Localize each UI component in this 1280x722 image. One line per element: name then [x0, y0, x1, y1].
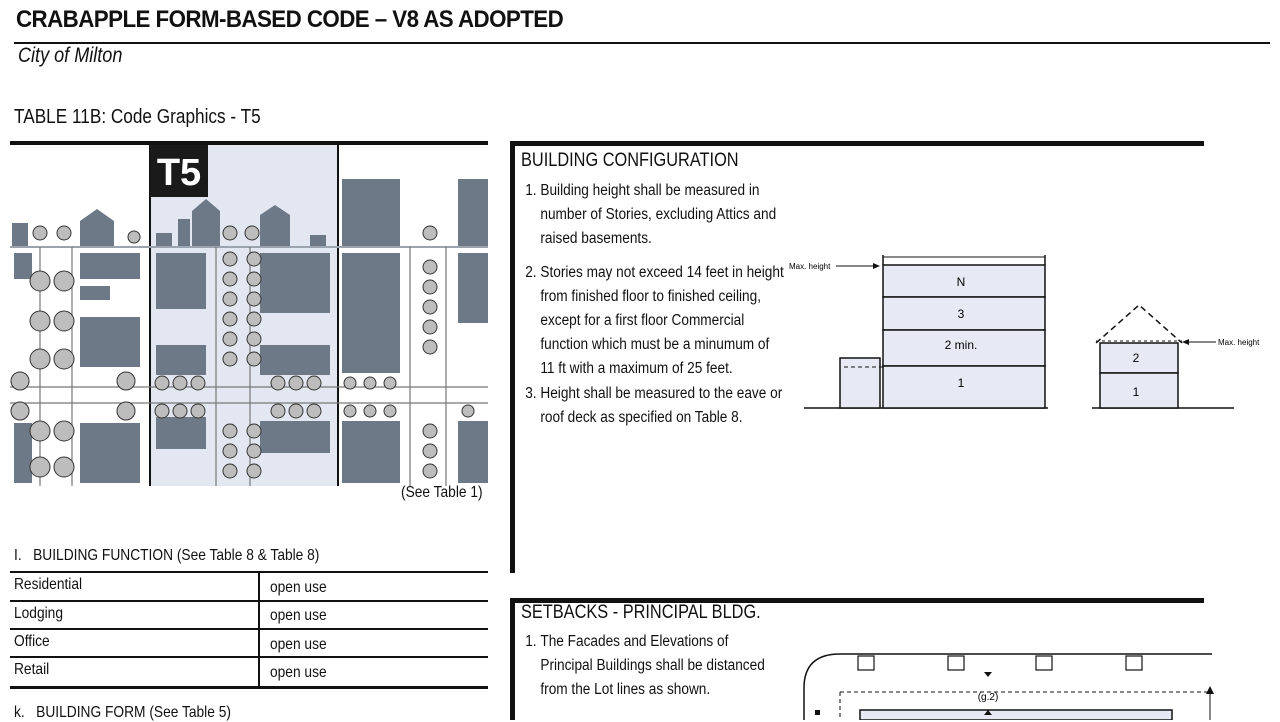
configuration-note: Height shall be measured to the eave or … [540, 382, 785, 430]
setbacks-panel-left-rule [510, 598, 515, 720]
story-label: 2 [1133, 351, 1140, 365]
story-label: 1 [1133, 385, 1140, 399]
building-function-heading: I. BUILDING FUNCTION (See Table 8 & Tabl… [14, 547, 319, 565]
function-row-use: Residential [14, 576, 83, 593]
function-table-rule-3 [10, 656, 488, 658]
function-row-use: Retail [14, 661, 50, 678]
function-table-rule-1 [10, 600, 488, 602]
configuration-panel-title: BUILDING CONFIGURATION [521, 150, 739, 171]
zone-map-graphic: T5 [10, 145, 488, 486]
function-row-use: Lodging [14, 605, 63, 622]
setbacks-panel-title: SETBACKS - PRINCIPAL BLDG. [521, 602, 761, 623]
setback-label-g2: (g.2) [978, 692, 999, 703]
function-row-value: open use [270, 607, 327, 624]
function-table-column-divider [258, 571, 260, 688]
setbacks-diagram: (g.2) [803, 653, 1214, 720]
story-label: 3 [958, 307, 965, 321]
zone-label-box [150, 145, 208, 197]
building-form-title: BUILDING FORM [36, 704, 146, 721]
building-form-heading: k. BUILDING FORM (See Table 5) [14, 704, 231, 722]
title-divider [14, 42, 1270, 44]
function-table-rule-2 [10, 628, 488, 630]
setbacks-panel-top-rule [510, 598, 1204, 603]
building-form-prefix: k. [14, 704, 25, 721]
function-table-rule-top [10, 571, 488, 573]
map-top-rule [10, 141, 488, 145]
configuration-panel-top-rule [510, 141, 1204, 146]
function-row-value: open use [270, 664, 327, 681]
configuration-note: Stories may not exceed 14 feet in height… [540, 261, 785, 381]
configuration-notes: Building height shall be measured in num… [521, 179, 785, 431]
function-table-rule-bottom [10, 686, 488, 689]
max-height-label-right: Max. height [1218, 338, 1260, 347]
story-label: N [957, 275, 966, 289]
configuration-note: Building height shall be measured in num… [540, 179, 785, 251]
function-row-value: open use [270, 636, 327, 653]
block-buildings [14, 253, 488, 483]
building-height-diagram: N 3 2 min. 1 Max. height 2 1 Max. height [789, 255, 1260, 409]
building-form-reference: (See Table 5) [149, 704, 231, 721]
setbacks-note: The Facades and Elevations of Principal … [540, 630, 767, 702]
function-row-use: Office [14, 633, 50, 650]
building-function-prefix: I. [14, 547, 22, 564]
map-reference-note: (See Table 1) [401, 484, 483, 501]
max-height-label-left: Max. height [789, 262, 831, 271]
street-trees [10, 225, 475, 479]
function-row-value: open use [270, 579, 327, 596]
skyline-buildings [12, 179, 488, 247]
story-label: 1 [958, 376, 965, 390]
story-label: 2 min. [945, 338, 978, 352]
document-title: CRABAPPLE FORM-BASED CODE – V8 AS ADOPTE… [16, 6, 564, 33]
building-function-reference: (See Table 8 & Table 8) [176, 547, 320, 564]
zone-label: T5 [157, 152, 201, 194]
setbacks-notes: The Facades and Elevations of Principal … [521, 630, 767, 703]
building-function-title: BUILDING FUNCTION [33, 547, 174, 564]
document-subtitle: City of Milton [18, 44, 123, 67]
configuration-panel-left-rule [510, 141, 515, 573]
table-title: TABLE 11B: Code Graphics - T5 [14, 106, 261, 128]
